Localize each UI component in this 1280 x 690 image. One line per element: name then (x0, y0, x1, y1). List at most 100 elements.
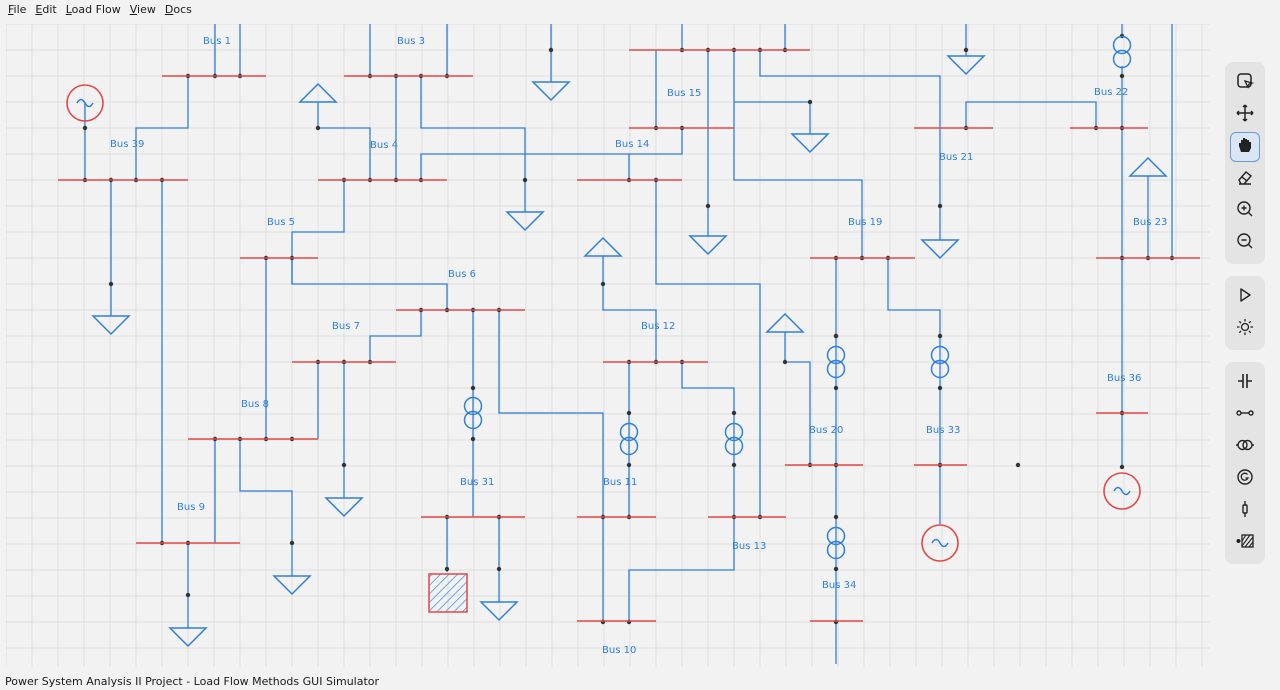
node-dot (548, 47, 554, 53)
menu-load-flow[interactable]: Load Flow (65, 2, 121, 16)
transformer-symbol[interactable] (826, 540, 846, 560)
generator-wave[interactable] (931, 538, 949, 548)
transmission-line[interactable] (733, 50, 863, 258)
transformer-symbol[interactable] (1112, 35, 1132, 55)
node-dot (807, 99, 813, 105)
node-dot (833, 385, 839, 391)
transmission-line[interactable] (629, 128, 683, 155)
load-symbol[interactable] (583, 236, 623, 257)
move-tool-button[interactable] (1231, 101, 1259, 129)
transmission-line[interactable] (965, 101, 1097, 128)
add-bus-button[interactable] (1231, 369, 1259, 397)
transformer-symbol[interactable] (724, 422, 744, 442)
load-symbol[interactable] (505, 211, 545, 232)
transformer-symbol[interactable] (463, 396, 483, 416)
generator-symbol[interactable] (921, 524, 959, 562)
add-line-button[interactable] (1231, 401, 1259, 429)
bus-label: Bus 1 (203, 36, 231, 47)
transmission-line[interactable] (291, 180, 448, 310)
transmission-line[interactable] (734, 101, 811, 134)
transformer-symbol[interactable] (826, 359, 846, 379)
transmission-line[interactable] (628, 517, 735, 622)
pan-hand-icon (1235, 135, 1255, 159)
load-symbol[interactable] (1128, 156, 1168, 177)
transformer-symbol[interactable] (619, 422, 639, 442)
transmission-line[interactable] (655, 180, 761, 517)
load-symbol[interactable] (272, 575, 312, 596)
transmission-line[interactable] (239, 439, 293, 576)
eraser-tool-button[interactable] (1231, 165, 1259, 193)
bus-label: Bus 8 (241, 399, 269, 410)
node-dot (833, 514, 839, 520)
transmission-line[interactable] (784, 332, 811, 465)
load-symbol[interactable] (765, 312, 805, 333)
theme-icon (1235, 317, 1255, 341)
transmission-line[interactable] (420, 76, 526, 212)
load-symbol[interactable] (91, 315, 131, 336)
transformer-icon (1235, 435, 1255, 459)
transmission-line[interactable] (420, 153, 630, 180)
transmission-line[interactable] (681, 362, 735, 517)
zoom-out-button[interactable] (1231, 229, 1259, 257)
theme-button[interactable] (1231, 315, 1259, 343)
bus-label: Bus 23 (1133, 217, 1167, 228)
menu-view[interactable]: View (129, 2, 156, 16)
node-dot (1015, 462, 1021, 468)
add-load-button[interactable] (1231, 529, 1259, 557)
node-dot (444, 566, 450, 572)
load-symbol[interactable] (790, 133, 830, 154)
add-capacitor-button[interactable] (1231, 497, 1259, 525)
transmission-line[interactable] (759, 50, 941, 240)
transformer-symbol[interactable] (463, 410, 483, 430)
load-symbol[interactable] (168, 627, 208, 648)
transformer-symbol[interactable] (930, 359, 950, 379)
transmission-line[interactable] (317, 102, 371, 180)
transformer-symbol[interactable] (826, 526, 846, 546)
transformer-symbol[interactable] (724, 436, 744, 456)
node-dot (315, 125, 321, 131)
zoom-in-icon (1235, 199, 1255, 223)
transformer-symbol[interactable] (619, 436, 639, 456)
add-generator-button[interactable] (1231, 465, 1259, 493)
generator-symbol[interactable] (66, 84, 104, 122)
load-symbol[interactable] (531, 81, 571, 102)
load-symbol[interactable] (298, 82, 338, 103)
status-bar: Power System Analysis II Project - Load … (0, 672, 1280, 690)
node-dot (963, 47, 969, 53)
bus-label: Bus 19 (848, 217, 882, 228)
menu-docs[interactable]: Docs (164, 2, 192, 16)
run-button[interactable] (1231, 283, 1259, 311)
load-symbol[interactable] (920, 239, 960, 260)
zoom-in-button[interactable] (1231, 197, 1259, 225)
select-tool-button[interactable] (1231, 69, 1259, 97)
load-symbol[interactable] (324, 497, 364, 518)
load-symbol[interactable] (946, 55, 986, 76)
transmission-line[interactable] (135, 76, 189, 180)
load-symbol[interactable] (688, 235, 728, 256)
menu-file[interactable]: File (8, 2, 27, 16)
bus-label: Bus 34 (822, 580, 856, 591)
generator-wave[interactable] (1113, 486, 1131, 496)
bus-label: Bus 39 (110, 139, 144, 150)
menu-edit[interactable]: Edit (35, 2, 57, 16)
pan-tool-button[interactable] (1230, 132, 1260, 162)
bus-icon (1235, 371, 1255, 395)
transmission-line[interactable] (602, 256, 657, 362)
transformer-symbol[interactable] (826, 345, 846, 365)
bus-label: Bus 7 (332, 321, 360, 332)
node-dot (289, 540, 295, 546)
load-icon (1235, 531, 1255, 555)
static-load-block[interactable] (428, 573, 468, 613)
transmission-line[interactable] (369, 310, 422, 362)
toolbar-group-run (1225, 276, 1265, 350)
load-symbol[interactable] (479, 601, 519, 622)
add-transformer-button[interactable] (1231, 433, 1259, 461)
generator-wave[interactable] (76, 98, 94, 108)
status-text: Power System Analysis II Project - Load … (5, 674, 380, 688)
generator-symbol[interactable] (1103, 472, 1141, 510)
capacitor-icon (1235, 499, 1255, 523)
transformer-symbol[interactable] (930, 345, 950, 365)
transformer-symbol[interactable] (1112, 49, 1132, 69)
